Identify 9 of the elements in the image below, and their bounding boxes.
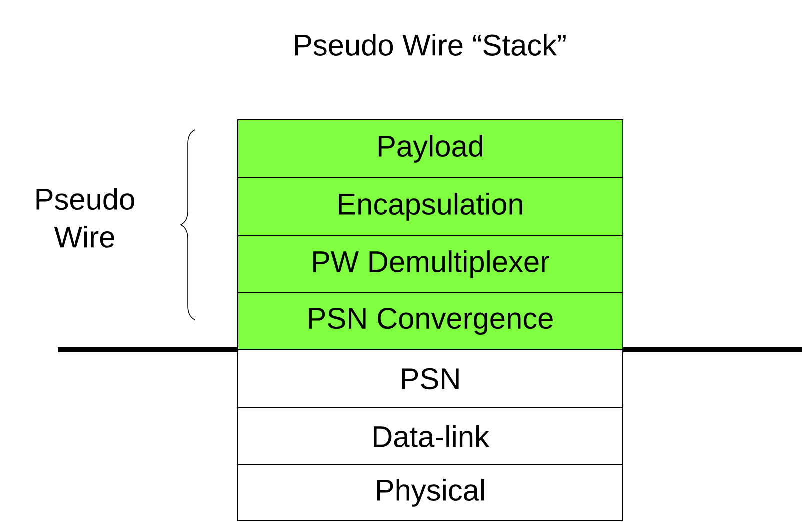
layer-box: PW Demultiplexer [238,235,624,294]
layer-box: Payload [238,119,624,178]
title: Pseudo Wire “Stack” [295,34,566,56]
layer-box: PSN Convergence [238,292,624,350]
layer-box: Physical [238,464,624,522]
layer-box: Data-link [238,407,624,466]
bracket-label: Pseudo Wire [36,188,134,248]
layer-box: Encapsulation [238,177,624,236]
layer-box: PSN [238,349,624,408]
